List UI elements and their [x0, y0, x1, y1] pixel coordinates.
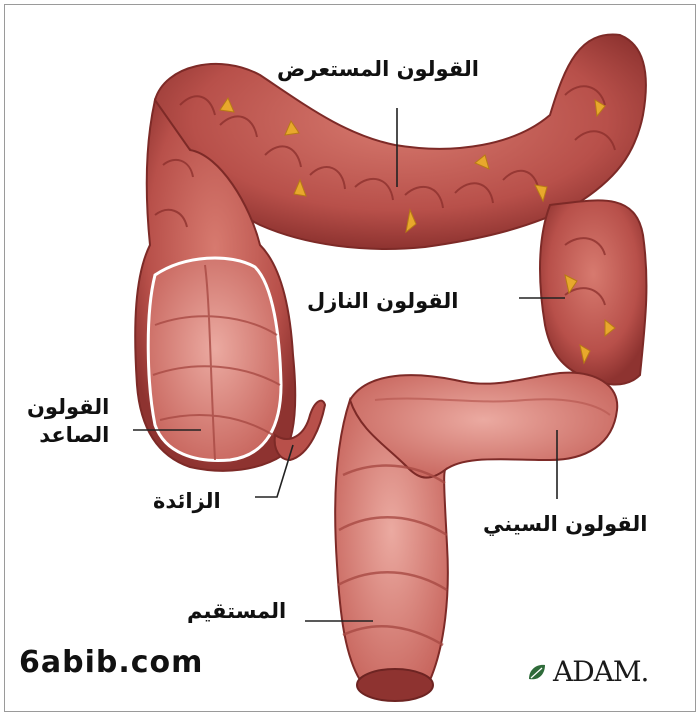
- label-ascending-colon-line2: الصاعد: [27, 421, 109, 449]
- label-sigmoid-colon: القولون السيني: [483, 510, 648, 538]
- site-watermark: 6abib.com: [19, 645, 203, 680]
- label-rectum: المستقيم: [187, 597, 286, 625]
- label-appendix: الزائدة: [153, 487, 221, 515]
- descending-colon: [540, 200, 646, 384]
- diagram-frame: القولون المستعرض القولون النازل القولون …: [4, 4, 696, 712]
- publisher-logo-text: ADAM.: [553, 655, 648, 688]
- label-descending-colon: القولون النازل: [307, 287, 459, 315]
- label-transverse-colon: القولون المستعرض: [277, 55, 479, 83]
- label-ascending-colon: القولون الصاعد: [27, 393, 109, 450]
- adam-leaf-icon: [525, 661, 549, 685]
- colon-illustration: [5, 5, 695, 711]
- label-ascending-colon-line1: القولون: [27, 393, 109, 421]
